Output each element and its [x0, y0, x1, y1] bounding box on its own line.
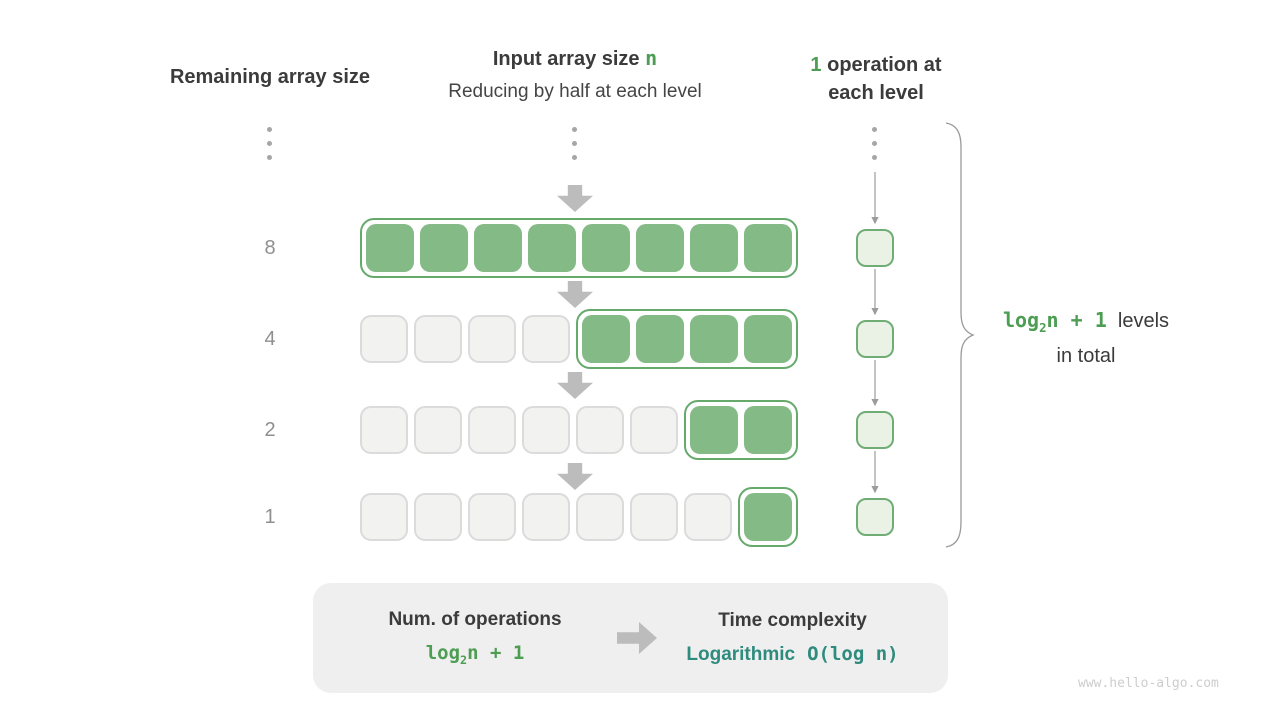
summary-complexity: Time complexity Logarithmic O(log n) [665, 610, 920, 666]
array-cell-active [366, 224, 414, 272]
array-cell-inactive [414, 493, 462, 541]
array-cell-inactive [630, 493, 678, 541]
array-row-level-1 [360, 487, 798, 547]
array-cell-active [744, 493, 792, 541]
levels-word: levels [1117, 310, 1170, 332]
right-arrow-icon [617, 622, 657, 654]
dot [872, 127, 877, 132]
array-cell-inactive [468, 406, 516, 454]
array-row-level-2 [360, 400, 798, 460]
array-cell-inactive [414, 315, 462, 363]
vertical-ellipsis-icon [572, 127, 577, 160]
log-formula: log2n + 1 [1002, 308, 1107, 335]
array-cell-active [690, 224, 738, 272]
operation-box [856, 411, 894, 449]
curly-brace [945, 122, 975, 548]
array-cell-active [528, 224, 576, 272]
header-input-array-size-line: Input array size n [415, 46, 735, 71]
complexity-name: Logarithmic [686, 644, 796, 665]
array-cell-active [636, 224, 684, 272]
summary-operations-formula: log2n + 1 [425, 642, 525, 667]
complexity-big-o: O(log n) [807, 643, 899, 665]
down-arrow-icon [557, 281, 593, 308]
level-label-4: 4 [264, 328, 276, 350]
level-label-1: 1 [264, 506, 276, 528]
down-arrow-icon [557, 185, 593, 212]
array-cell-inactive [360, 315, 408, 363]
array-cell-inactive [522, 315, 570, 363]
levels-total-line2: in total [1056, 345, 1116, 367]
operation-box [856, 320, 894, 358]
header-one-operation-line1: 1 operation at [791, 51, 961, 79]
array-cell-inactive [414, 406, 462, 454]
dot [872, 141, 877, 146]
active-subarray-outline [738, 487, 798, 547]
array-cell-inactive [630, 406, 678, 454]
header-one-operation-text: operation at [827, 54, 942, 76]
vertical-ellipsis-icon [872, 127, 877, 160]
active-subarray-outline [360, 218, 798, 278]
dot [572, 127, 577, 132]
levels-total-line1: log2n + 1 levels [980, 306, 1192, 342]
header-input-array-size-subtitle: Reducing by half at each level [448, 81, 702, 102]
array-cell-inactive [576, 406, 624, 454]
array-cell-active [690, 406, 738, 454]
down-arrow-icon [557, 372, 593, 399]
header-one-operation-line2: each level [828, 82, 924, 104]
header-one-operation: 1 operation at each level [791, 51, 961, 107]
array-cell-inactive [360, 406, 408, 454]
summary-box: Num. of operations log2n + 1 Time comple… [313, 583, 948, 693]
operation-box [856, 498, 894, 536]
array-cell-inactive [684, 493, 732, 541]
array-cell-active [420, 224, 468, 272]
array-cell-active [582, 224, 630, 272]
summary-operations: Num. of operations log2n + 1 [341, 609, 609, 667]
vertical-ellipsis-icon [267, 127, 272, 160]
header-remaining-array-size: Remaining array size [169, 66, 371, 88]
header-input-array-size-var: n [645, 46, 658, 70]
levels-total-label: log2n + 1 levels in total [980, 306, 1192, 370]
dot [572, 155, 577, 160]
operation-box [856, 229, 894, 267]
dot [267, 155, 272, 160]
array-cell-inactive [576, 493, 624, 541]
array-cell-active [744, 224, 792, 272]
array-cell-inactive [360, 493, 408, 541]
summary-complexity-value: Logarithmic O(log n) [665, 643, 920, 666]
dot [872, 155, 877, 160]
array-row-level-8 [360, 218, 798, 278]
header-one-operation-num: 1 [810, 54, 822, 76]
down-arrow-icon [557, 463, 593, 490]
array-cell-inactive [468, 315, 516, 363]
array-cell-active [474, 224, 522, 272]
array-cell-active [744, 406, 792, 454]
array-cell-active [690, 315, 738, 363]
header-input-array-size: Input array size n Reducing by half at e… [415, 46, 735, 103]
level-label-2: 2 [264, 419, 276, 441]
array-cell-inactive [468, 493, 516, 541]
array-cell-inactive [522, 493, 570, 541]
summary-operations-title: Num. of operations [388, 609, 562, 631]
level-label-8: 8 [264, 237, 276, 259]
array-cell-active [636, 315, 684, 363]
dot [572, 141, 577, 146]
array-row-level-4 [360, 309, 798, 369]
header-input-array-size-text: Input array size [492, 48, 640, 70]
active-subarray-outline [576, 309, 798, 369]
watermark: www.hello-algo.com [1078, 676, 1219, 691]
array-cell-active [744, 315, 792, 363]
active-subarray-outline [684, 400, 798, 460]
dot [267, 127, 272, 132]
array-cell-inactive [522, 406, 570, 454]
summary-complexity-title: Time complexity [718, 610, 867, 631]
array-cell-active [582, 315, 630, 363]
dot [267, 141, 272, 146]
